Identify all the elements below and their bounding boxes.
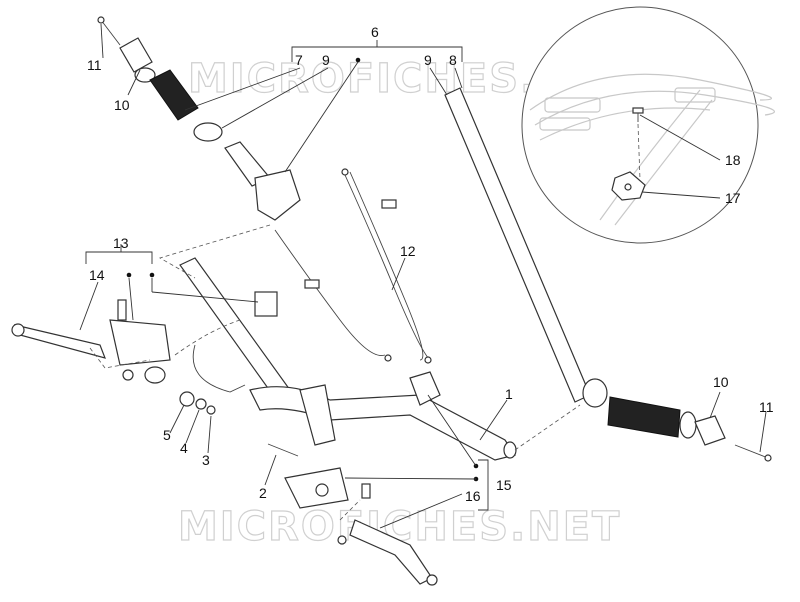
dashed-guides [89,224,581,521]
callout-10-right: 10 [713,374,729,390]
callout-3: 3 [202,452,210,468]
callout-1: 1 [505,386,513,402]
handlebar-main [179,257,517,461]
callout-18: 18 [725,152,741,168]
throttle-cables [274,168,432,364]
callout-13: 13 [113,235,129,251]
callout-labels: 6 7 9 9 8 11 10 13 14 12 1 5 4 3 2 15 16… [87,24,774,504]
left-lever-assembly [11,291,278,384]
clip-17 [611,171,646,201]
callout-10-left: 10 [114,97,130,113]
grip-right-assembly [582,378,772,462]
callout-2: 2 [259,485,267,501]
callout-9-left: 9 [322,52,330,68]
callout-4: 4 [180,440,188,456]
right-lever-assembly [267,371,441,586]
callout-15: 15 [496,477,512,493]
callout-5: 5 [163,427,171,443]
callout-8: 8 [449,52,457,68]
callout-16: 16 [465,488,481,504]
leader-lines [79,23,767,529]
callout-7: 7 [295,52,303,68]
callout-17: 17 [725,190,741,206]
detail-inset [521,6,776,244]
callout-12: 12 [400,243,416,259]
screw-18 [632,107,644,122]
grip-left-assembly [97,16,301,221]
washers [179,391,216,415]
callout-6: 6 [371,24,379,40]
callout-11-right: 11 [759,399,774,415]
callout-14: 14 [89,267,105,283]
callout-11-left: 11 [87,57,102,73]
callout-9-right: 9 [424,52,432,68]
